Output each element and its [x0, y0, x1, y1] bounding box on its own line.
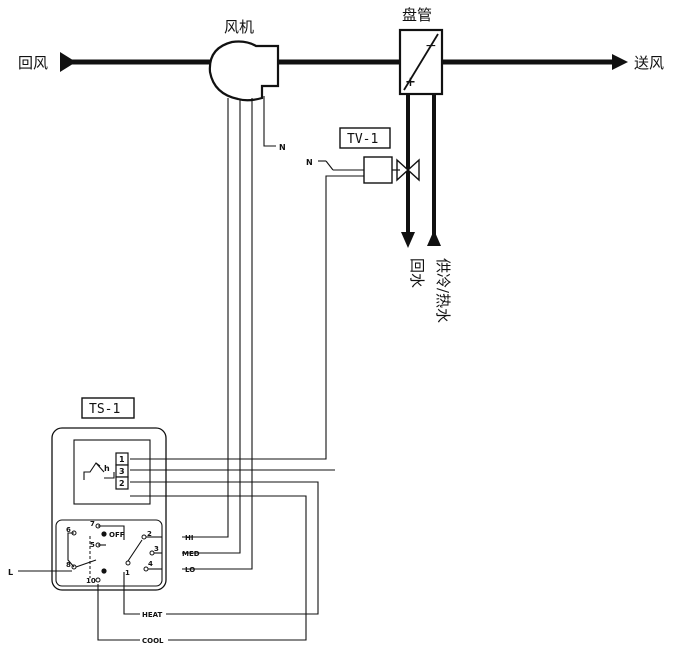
point-1-label: 1	[125, 569, 130, 577]
point-4-label: 4	[148, 560, 153, 568]
terminal-1-label: 1	[119, 455, 125, 464]
terminal-2-label: 2	[119, 479, 125, 488]
wire-lo	[182, 98, 253, 570]
thermostat-tag-box	[81, 397, 135, 419]
off-label: OFF	[109, 531, 125, 539]
terminal-3-label: 3	[119, 467, 125, 476]
mode-selector: 6 7 5 8 10 OFF	[66, 520, 125, 585]
coil-minus-sign: −	[425, 38, 437, 54]
wire-med	[182, 100, 241, 554]
return-water-label: 回水	[408, 258, 426, 288]
wire-hi	[182, 98, 229, 538]
lo-label: LO	[185, 566, 195, 574]
wire-valve-control	[130, 175, 364, 460]
valve-tag-label: TV-1	[347, 132, 378, 147]
point-7-label: 7	[90, 520, 95, 528]
line-label: L	[8, 568, 13, 577]
fan-neutral-label: N	[279, 143, 286, 152]
svg-text:h: h	[104, 464, 110, 473]
point-5-label: 5	[90, 541, 95, 549]
point-10-label: 10	[86, 577, 96, 585]
point-8-label: 8	[66, 561, 71, 569]
heat-label: HEAT	[142, 611, 163, 619]
coil-label: 盘管	[402, 6, 432, 24]
hi-label: HI	[185, 534, 193, 542]
supply-air-label: 送风	[634, 54, 664, 72]
thermostat-sensor-panel	[73, 439, 151, 505]
wire-heat	[123, 481, 319, 615]
med-label: MED	[182, 550, 200, 558]
point-2-label: 2	[147, 530, 152, 538]
valve-actuator	[363, 156, 393, 184]
fan-neutral-wire	[263, 96, 276, 147]
coil-plus-sign: +	[405, 75, 416, 90]
supply-air-arrow	[612, 54, 628, 70]
speed-selector: 1 2 3 4	[125, 530, 162, 577]
valve-neutral-label: N	[306, 158, 313, 167]
supply-water-label: 供冷/热水	[434, 258, 452, 323]
thermostat-tag-label: TS-1	[89, 402, 120, 417]
thermostat-housing	[51, 427, 167, 591]
return-air-label: 回风	[18, 54, 48, 72]
point-3-label: 3	[154, 545, 159, 553]
valve-tag-box	[339, 127, 391, 149]
sensor-symbol: h	[83, 462, 115, 480]
cool-label: COOL	[142, 637, 164, 645]
terminal-2	[115, 476, 129, 490]
point-6-label: 6	[66, 526, 71, 534]
fan	[208, 40, 280, 102]
valve-tv1	[363, 156, 420, 184]
supply-water-arrow	[427, 230, 441, 246]
coil: − +	[398, 28, 444, 96]
return-water-arrow	[401, 232, 415, 248]
terminal-block: 1 3 2	[115, 452, 129, 490]
wire-cool	[97, 495, 307, 641]
return-air-arrow	[60, 52, 76, 72]
fan-label: 风机	[224, 18, 254, 36]
